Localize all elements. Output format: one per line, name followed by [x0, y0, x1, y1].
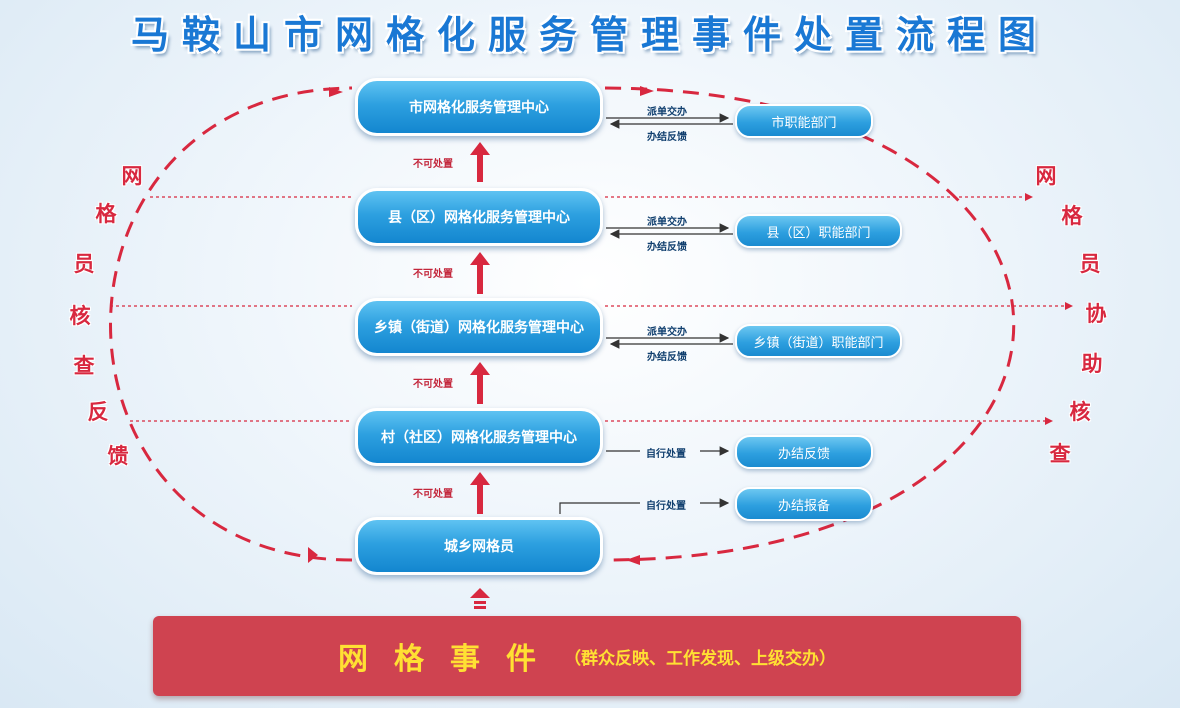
node-city-center: 市网格化服务管理中心 [355, 78, 603, 136]
banner-subtitle: （群众反映、工作发现、上级交办） [564, 648, 836, 669]
page-title: 马鞍山市网格化服务管理事件处置流程图 [130, 13, 1049, 57]
banner-title: 网格事件 [338, 642, 562, 677]
self-handle-label: 自行处置 [646, 449, 686, 460]
escalation-label: 不可处置 [413, 379, 453, 390]
escalation-label: 不可处置 [413, 269, 453, 280]
node-grid-worker: 城乡网格员 [355, 517, 603, 575]
feedback-label: 办结反馈 [647, 352, 687, 363]
node-village-center: 村（社区）网格化服务管理中心 [355, 408, 603, 466]
node-county-center: 县（区）网格化服务管理中心 [355, 188, 603, 246]
result-report: 办结报备 [735, 487, 873, 521]
escalation-label: 不可处置 [413, 489, 453, 500]
dept-city: 市职能部门 [735, 104, 873, 138]
feedback-label: 办结反馈 [647, 242, 687, 253]
feedback-label: 办结反馈 [647, 132, 687, 143]
grid-event-banner: 网格事件 （群众反映、工作发现、上级交办） [153, 616, 1021, 696]
escalation-arrows [470, 142, 490, 609]
dept-township: 乡镇（街道）职能部门 [735, 324, 902, 358]
dispatch-label: 派单交办 [647, 217, 687, 228]
dispatch-label: 派单交办 [647, 327, 687, 338]
node-township-center: 乡镇（街道）网格化服务管理中心 [355, 298, 603, 356]
left-loop-path [109, 86, 353, 562]
dispatch-label: 派单交办 [647, 107, 687, 118]
escalation-label: 不可处置 [413, 159, 453, 170]
self-handle-label: 自行处置 [646, 501, 686, 512]
dept-county: 县（区）职能部门 [735, 214, 902, 248]
result-feedback: 办结反馈 [735, 435, 873, 469]
